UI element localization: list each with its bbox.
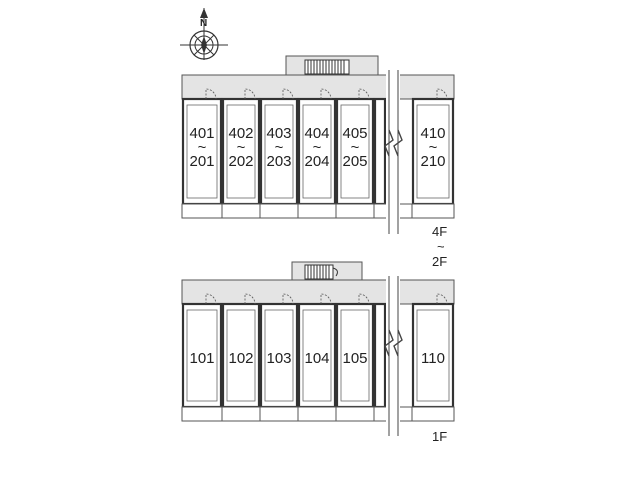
compass: N [180,8,228,60]
lower-unit-4: 104 [297,293,337,409]
lower-unit-6 [373,302,387,409]
upper-unit-label-bottom: 205 [342,153,367,170]
upper-unit-room [186,104,218,199]
upper-unit-label-bottom: 203 [266,153,291,170]
upper-unit-label-sep: ~ [275,139,284,156]
upper-unit-room [226,104,256,199]
lower-staircase-icon [304,264,338,280]
lower-break-line [384,276,403,436]
upper-unit-label-bottom: 201 [189,153,214,170]
lower-unit-room [340,309,370,402]
lower-unit-wall [221,302,261,409]
upper-unit-label-sep: ~ [313,139,322,156]
upper-unit-label-sep: ~ [351,139,360,156]
upper-corridor [181,74,455,100]
upper-unit-7: 410~210 [411,88,455,206]
lower-corridor [181,279,455,305]
lower-unit-room [186,309,218,402]
lower-unit-label: 104 [304,350,329,367]
lower-unit-5: 105 [335,293,375,409]
upper-building-block: 401~201402~202403~203404~204405~205410~2… [181,55,455,269]
upper-unit-4: 404~204 [297,88,337,206]
lower-unit-wall [373,302,387,409]
upper-units: 401~201402~202403~203404~204405~205410~2… [181,88,455,206]
upper-balcony-strip [181,203,455,219]
upper-unit-wall [373,97,387,206]
upper-unit-2: 402~202 [221,88,261,206]
lower-unit-1: 101 [181,293,223,409]
lower-unit-label: 101 [189,350,214,367]
lower-unit-label: 110 [421,350,445,367]
upper-unit-label-bottom: 202 [228,153,253,170]
lower-unit-wall [411,302,455,409]
lower-unit-room [302,309,332,402]
upper-unit-wall [221,97,261,206]
lower-unit-7: 110 [411,293,455,409]
upper-floor-label-bottom: 2F [432,254,447,269]
lower-unit-2: 102 [221,293,261,409]
upper-unit-wall [335,97,375,206]
upper-unit-6 [373,97,387,206]
upper-unit-label-top: 403 [266,125,291,142]
upper-unit-label-top: 405 [342,125,367,142]
upper-unit-label-sep: ~ [429,139,438,156]
lower-unit-wall [335,302,375,409]
lower-unit-3: 103 [259,293,299,409]
upper-floor-label-top: 4F [432,224,447,239]
upper-unit-room [340,104,370,199]
upper-staircase-icon [304,59,350,75]
lower-unit-label: 102 [228,350,253,367]
lower-unit-room [264,309,294,402]
upper-unit-label-sep: ~ [237,139,246,156]
upper-unit-wall [181,97,223,206]
lower-floor-label: 1F [432,429,447,444]
lower-balcony-strip [181,406,455,422]
upper-unit-label-top: 410 [420,125,445,142]
upper-unit-room [302,104,332,199]
upper-unit-label-bottom: 210 [420,153,445,170]
upper-unit-5: 405~205 [335,88,375,206]
lower-building-block: 101 102 103 104 105 110 1F [181,261,455,444]
lower-unit-wall [297,302,337,409]
upper-unit-1: 401~201 [181,88,223,206]
upper-unit-label-top: 404 [304,125,329,142]
upper-unit-label-bottom: 204 [304,153,329,170]
lower-units: 101 102 103 104 105 110 [181,293,455,409]
upper-unit-room [264,104,294,199]
lower-unit-label: 105 [342,350,367,367]
upper-unit-label-sep: ~ [198,139,207,156]
compass-icon [180,8,228,60]
upper-break-line [384,70,403,234]
upper-unit-wall [259,97,299,206]
upper-unit-3: 403~203 [259,88,299,206]
upper-unit-room [416,104,450,199]
lower-unit-label: 103 [266,350,291,367]
lower-unit-room [416,309,450,402]
lower-unit-room [226,309,256,402]
upper-unit-label-top: 402 [228,125,253,142]
lower-unit-wall [259,302,299,409]
upper-floor-label-sep: ~ [437,239,445,254]
upper-unit-label-top: 401 [189,125,214,142]
